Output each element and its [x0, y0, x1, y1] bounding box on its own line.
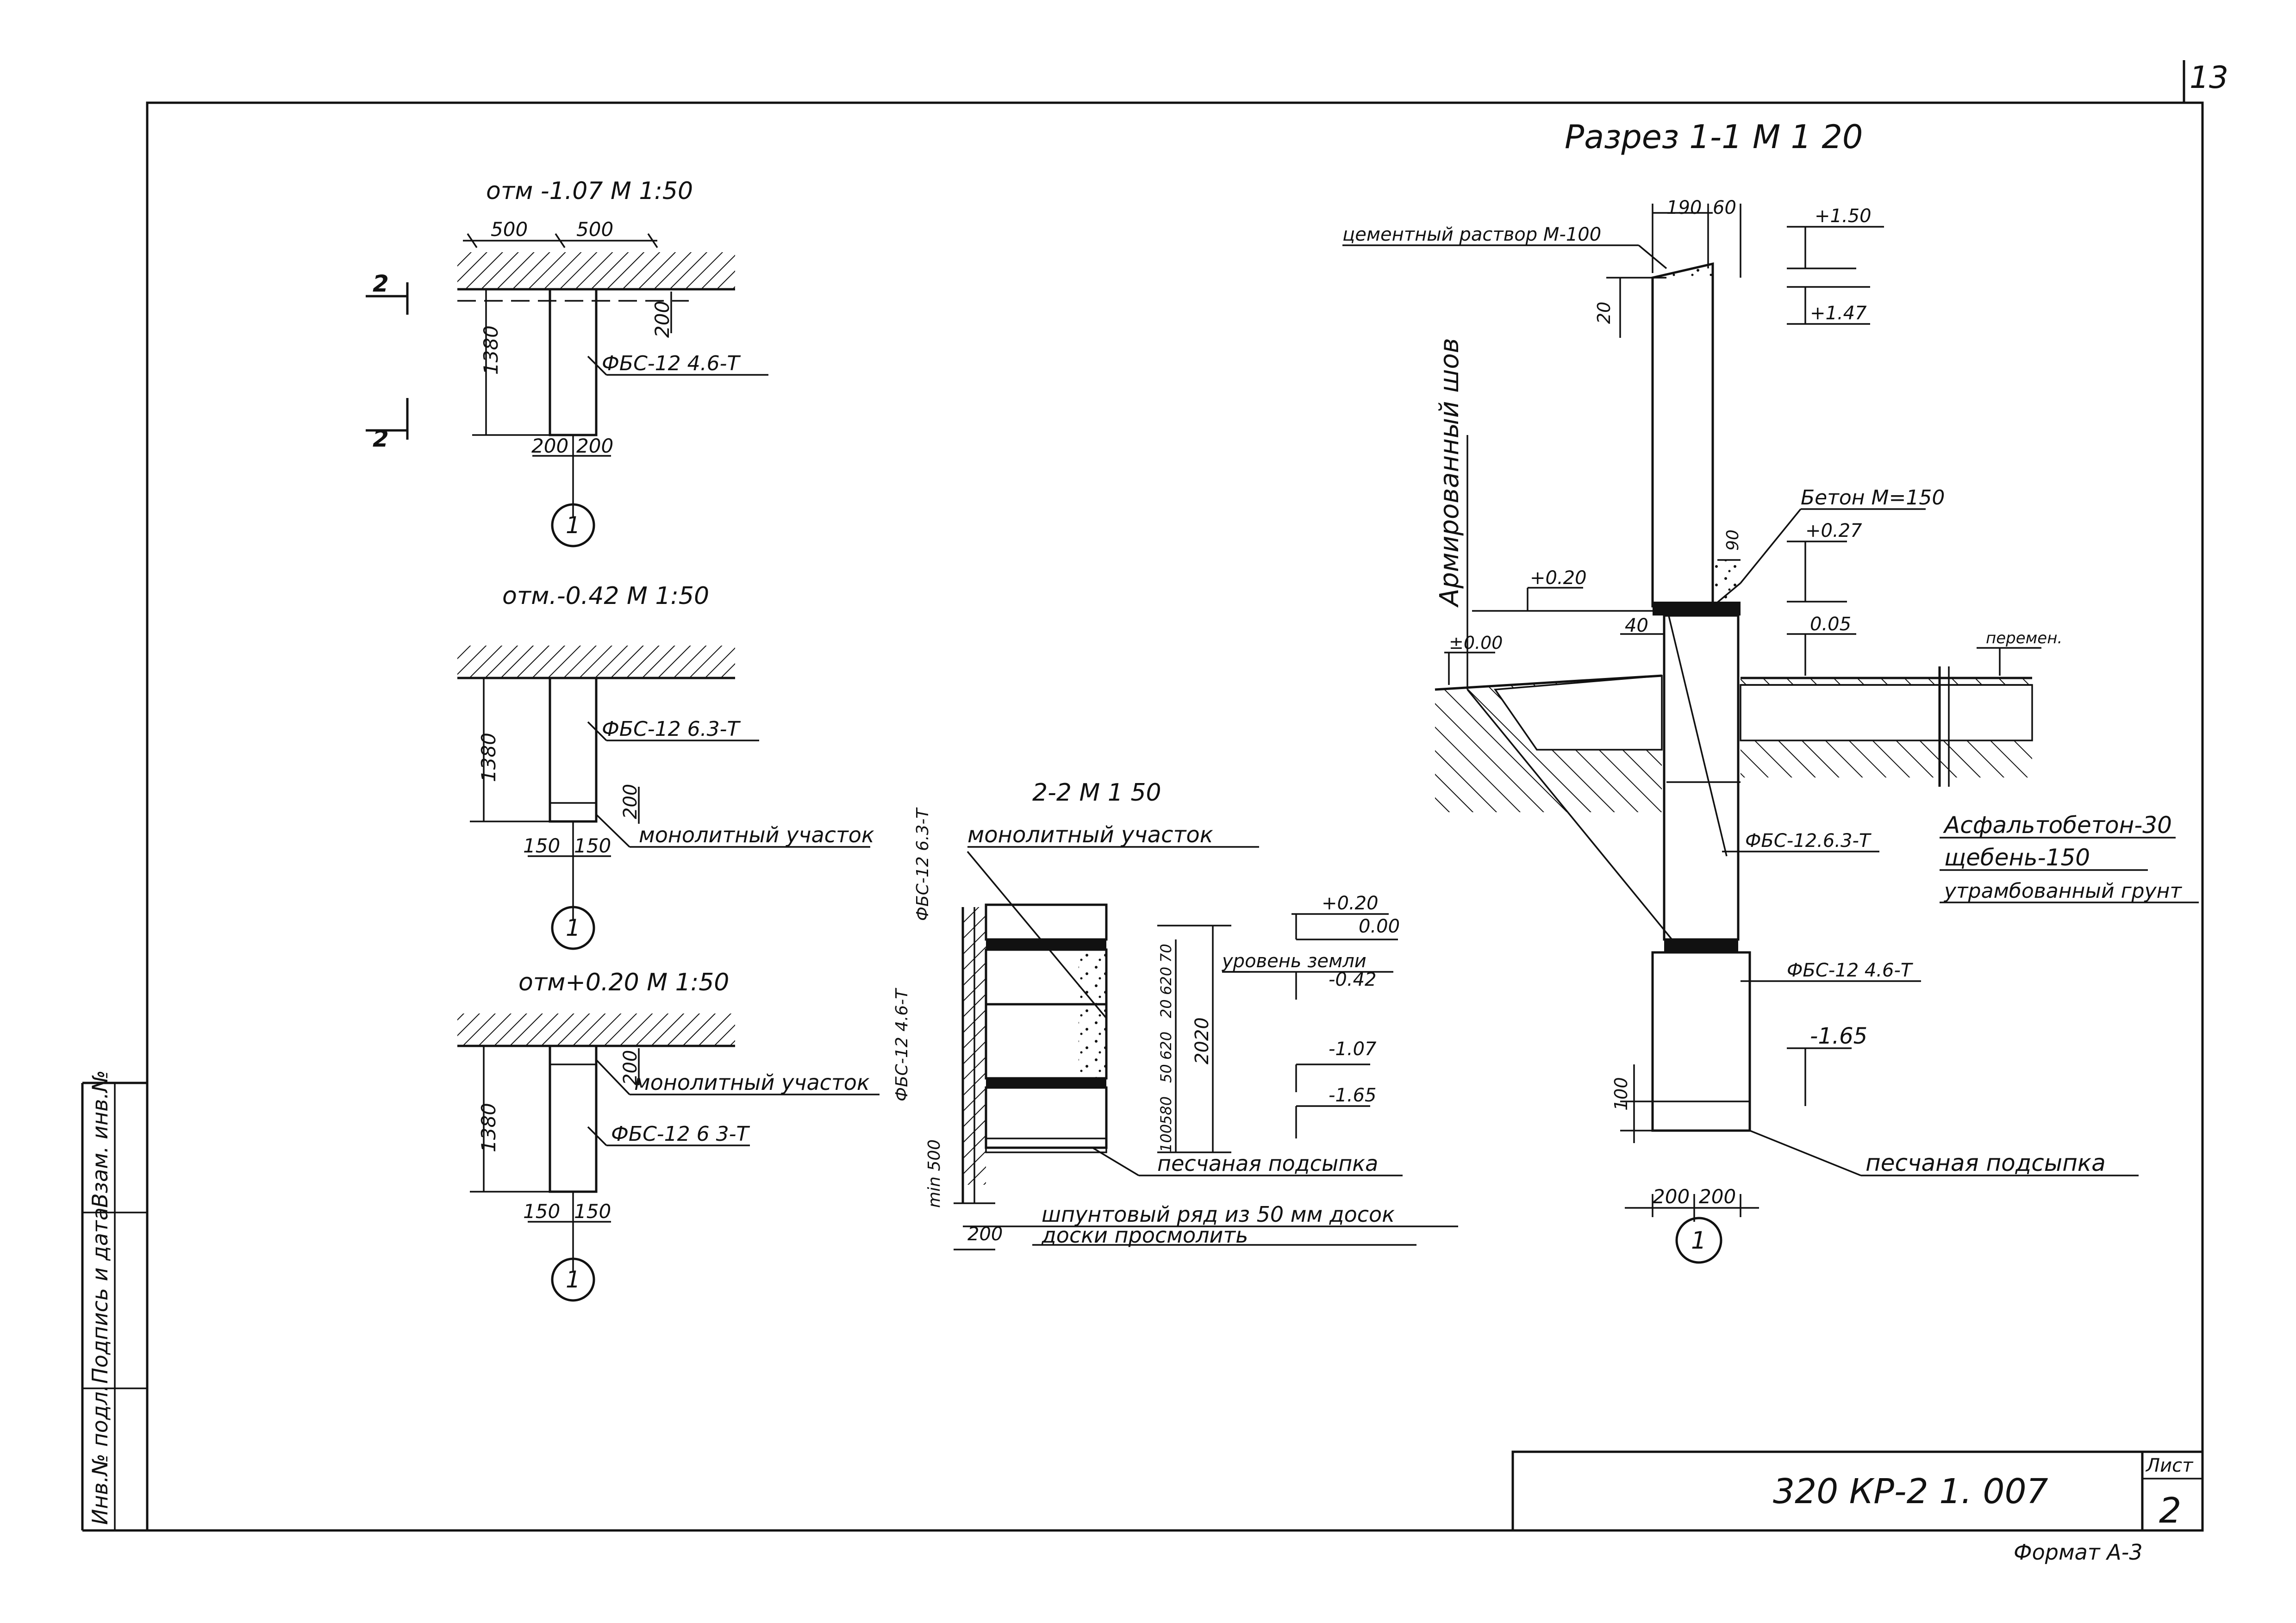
d042-mono-label: монолитный участок — [639, 822, 874, 847]
d107-block-label: ФБС-12 4.6-Т — [602, 352, 741, 375]
format-label: Формат А-3 — [2014, 1540, 2143, 1565]
s22-dim-200: 200 — [967, 1224, 1003, 1245]
s22-sheet-pile: шпунтовый ряд из 50 мм досок — [1042, 1202, 1395, 1227]
s22-dim-2: 20 — [1157, 999, 1175, 1018]
s11-seam: Армированный шов — [1435, 338, 1465, 608]
s11-lintel: перемен. — [1986, 629, 2062, 647]
s22-lvl-042: -0.42 — [1329, 969, 1377, 990]
d107-axis: 1 — [566, 512, 580, 539]
d042-dim-height: 1380 — [477, 733, 500, 782]
section-22-title: 2-2 М 1 50 — [1032, 779, 1161, 807]
d042-axis: 1 — [566, 914, 580, 941]
s11-lvl-005: 0.05 — [1810, 614, 1851, 635]
d042-block-label: ФБС-12 6.3-Т — [602, 717, 741, 741]
s22-lvl-107: -1.07 — [1329, 1038, 1377, 1060]
list-number: 2 — [2159, 1490, 2181, 1531]
s11-sand: песчаная подсыпка — [1866, 1150, 2106, 1176]
list-label: Лист — [2145, 1455, 2194, 1476]
s11-block-mid: ФБС-12.6.3-Т — [1745, 830, 1872, 852]
s11-soil: утрамбованный грунт — [1943, 879, 2182, 903]
d020-mono-label: монолитный участок — [634, 1070, 870, 1095]
s22-block-bot: ФБС-12 4.6-Т — [892, 988, 911, 1101]
s22-dim-5: 580 — [1157, 1096, 1175, 1125]
d042-dim-bot-right: 150 — [574, 834, 611, 857]
d020-dim-height: 1380 — [477, 1103, 500, 1152]
d020-axis: 1 — [566, 1266, 580, 1293]
s22-dim-total: 2020 — [1192, 1017, 1213, 1064]
s11-dim-100: 100 — [1611, 1077, 1631, 1111]
s11-asphalt: Асфальтобетон-30 — [1943, 812, 2172, 839]
s22-dim-min: min 500 — [925, 1139, 944, 1208]
s22-lvl-020: +0.20 — [1322, 893, 1379, 914]
s22-sand: песчаная подсыпка — [1157, 1151, 1378, 1176]
section-11-title: Разрез 1-1 М 1 20 — [1565, 118, 1863, 156]
s22-dim-0: 70 — [1157, 944, 1175, 963]
d020-dim-mono: 200 — [620, 1050, 641, 1085]
s22-dim-4: 50 — [1157, 1064, 1175, 1083]
s11-gravel: щебень-150 — [1944, 844, 2090, 871]
drawing-code: 320 КР-2 1. 007 — [1773, 1472, 2048, 1511]
d107-dim-top-right: 500 — [576, 218, 613, 241]
s22-ground: уровень земли — [1222, 951, 1366, 972]
inv-podl-label: Инв.№ подл. — [87, 1385, 112, 1525]
detail-107 — [366, 233, 768, 547]
vzam-inv-label: Взам. инв.№ — [87, 1070, 112, 1208]
s11-dim-90: 90 — [1723, 529, 1742, 551]
s11-dim-190: 190 — [1666, 197, 1702, 218]
s22-dim-3: 620 — [1157, 1032, 1175, 1060]
d020-block-label: ФБС-12 6 3-Т — [611, 1122, 750, 1146]
s22-mono-label: монолитный участок — [967, 822, 1213, 848]
s22-block-top: ФБС-12 6.3-Т — [913, 807, 932, 921]
title-block — [1511, 1450, 2204, 1532]
section-1-1 — [1342, 204, 2199, 1264]
s11-mortar: цементный раствор М-100 — [1342, 224, 1601, 245]
d107-dim-bot-right: 200 — [576, 435, 613, 457]
d020-dim-bot-right: 150 — [574, 1200, 611, 1223]
s11-dim-bot-right: 200 — [1699, 1185, 1736, 1208]
d042-dim-bot-left: 150 — [523, 834, 560, 857]
page-number: 13 — [2190, 60, 2228, 95]
s22-dim-6: 100 — [1157, 1124, 1175, 1152]
s11-dim-40: 40 — [1625, 615, 1648, 636]
s11-concrete: Бетон М=150 — [1801, 486, 1945, 510]
sheet-frame — [81, 60, 2204, 1532]
d107-cut-top: 2 — [373, 270, 389, 297]
d107-cut-bottom: 2 — [373, 425, 389, 452]
s11-lvl-147: +1.47 — [1810, 303, 1867, 324]
s11-dim-20: 20 — [1594, 302, 1614, 324]
s11-lvl-020: +0.20 — [1530, 567, 1587, 589]
s22-lvl-165: -1.65 — [1329, 1085, 1377, 1106]
d020-dim-bot-left: 150 — [523, 1200, 560, 1223]
detail-042 — [457, 646, 870, 950]
section-2-2 — [954, 846, 1458, 1250]
s11-lvl-027: +0.27 — [1805, 520, 1862, 541]
d107-dim-top-left: 500 — [491, 218, 528, 241]
detail-020-title: отм+0.20 М 1:50 — [518, 969, 729, 996]
s11-block-bot: ФБС-12 4.6-Т — [1787, 960, 1914, 981]
s22-tar: доски просмолить — [1041, 1223, 1248, 1248]
s11-axis: 1 — [1691, 1227, 1706, 1255]
side-stamp: Инв.№ подл. Подпись и дата Взам. инв.№ — [87, 1070, 112, 1525]
d107-dim-gap: 200 — [651, 301, 674, 338]
podpis-data-label: Подпись и дата — [87, 1207, 112, 1384]
s11-dim-bot-left: 200 — [1653, 1185, 1690, 1208]
detail-020 — [457, 1014, 880, 1302]
s22-dim-1: 620 — [1157, 967, 1175, 995]
s22-lvl-000: 0.00 — [1359, 916, 1400, 937]
d107-dim-bot-left: 200 — [531, 435, 568, 457]
s11-lvl-165: -1.65 — [1810, 1023, 1867, 1049]
s11-lvl-000: ±0.00 — [1449, 633, 1503, 653]
s11-lvl-150: +1.50 — [1815, 205, 1872, 227]
s11-dim-60: 60 — [1713, 197, 1736, 218]
detail-042-title: отм.-0.42 М 1:50 — [502, 582, 709, 610]
d042-dim-mono: 200 — [620, 784, 641, 819]
d107-dim-height: 1380 — [480, 325, 502, 375]
detail-107-title: отм -1.07 М 1:50 — [486, 177, 693, 205]
